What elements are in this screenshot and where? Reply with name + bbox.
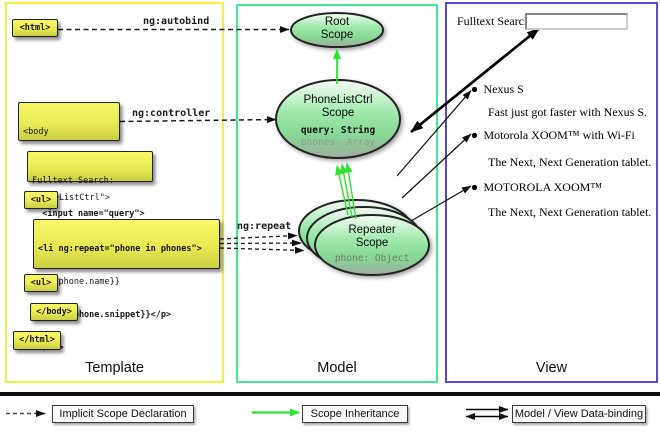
legend-implicit-box: Implicit Scope Declaration (52, 405, 194, 423)
code-box-ul-close: <ul> (24, 274, 58, 292)
ng-controller-label: ng:controller (132, 108, 211, 119)
code-line: </li> (38, 343, 215, 354)
view-item-title: MOTOROLA XOOM™ (472, 180, 602, 195)
code-line: {{phone.name}} (38, 277, 120, 287)
view-item-title-text: MOTOROLA XOOM™ (483, 180, 603, 194)
code-box-li-repeat: <li ng:repeat="phone in phones"> {{phone… (33, 219, 220, 353)
view-item-desc: The Next, Next Generation tablet. (488, 155, 652, 169)
scope-name-line: Scope (320, 29, 354, 41)
bullet-icon (472, 133, 477, 138)
panel-model-label: Model (317, 360, 357, 376)
code-text: <ul> (30, 277, 52, 288)
scope-prop-phones: phones: Array (300, 137, 376, 148)
panel-view-label: View (535, 360, 568, 376)
code-box-fulltext-input: Fulltext Search: <input name="query"> (27, 151, 153, 219)
panel-template-label: Template (85, 360, 144, 376)
view-item-title: Motorola XOOM™ with Wi-Fi (472, 128, 635, 143)
code-text: <html> (19, 22, 51, 33)
code-text: <ul> (30, 194, 52, 205)
code-line: <body (23, 127, 49, 137)
repeater-scope-label: Repeater Scope phone: Object (315, 224, 429, 265)
bullet-icon (472, 185, 477, 190)
code-box-ul-open: <ul> (24, 191, 58, 209)
code-box-body-open: <body ng:controller= "PhoneListCtrl"> (18, 102, 120, 203)
bullet-icon (472, 87, 477, 92)
legend-inheritance-box: Scope Inheritance (302, 405, 408, 423)
scope-name-line: PhoneListCtrl (303, 94, 373, 106)
ng-autobind-label: ng:autobind (143, 16, 210, 27)
code-box-body-close: </body> (30, 303, 78, 321)
legend-separator (0, 392, 660, 396)
view-item-title-text: Nexus S (483, 82, 524, 96)
code-box-html-open: <html> (12, 19, 58, 37)
legend-databinding-box: Model / View Data-binding (512, 405, 646, 423)
fulltext-search-input[interactable] (525, 13, 628, 30)
view-item-desc: Fast just got faster with Nexus S. (488, 105, 647, 119)
scope-name-line: Scope (321, 107, 355, 119)
view-item-desc: The Next, Next Generation tablet. (488, 205, 652, 219)
code-line: <li ng:repeat="phone in phones"> (38, 244, 202, 254)
scope-prop-query: query: String (300, 125, 376, 136)
code-box-html-close: </html> (13, 331, 61, 350)
fulltext-search-label: Fulltext Search: (457, 14, 534, 28)
code-line: Fulltext Search: (32, 176, 114, 186)
phonelistctrl-scope-label: PhoneListCtrl Scope query: String phones… (276, 94, 400, 149)
code-text: </html> (19, 335, 55, 345)
view-item-title-text: Motorola XOOM™ with Wi-Fi (483, 128, 635, 142)
panel-model: Model (236, 4, 438, 383)
code-line: "PhoneListCtrl"> (23, 193, 110, 203)
scope-name-line: Repeater (348, 224, 396, 236)
code-line: <input name="query"> (32, 209, 145, 219)
root-scope-label: Root Scope (291, 16, 383, 42)
scope-name-line: Root (324, 16, 350, 28)
code-text: </body> (36, 306, 72, 317)
view-item-title: Nexus S (472, 82, 524, 97)
ng-repeat-label: ng:repeat (237, 221, 292, 232)
code-line: <p>{{phone.snippet}}</p> (38, 310, 172, 320)
scope-name-line: Scope (355, 237, 389, 249)
scope-prop-phone: phone: Object (334, 253, 410, 264)
